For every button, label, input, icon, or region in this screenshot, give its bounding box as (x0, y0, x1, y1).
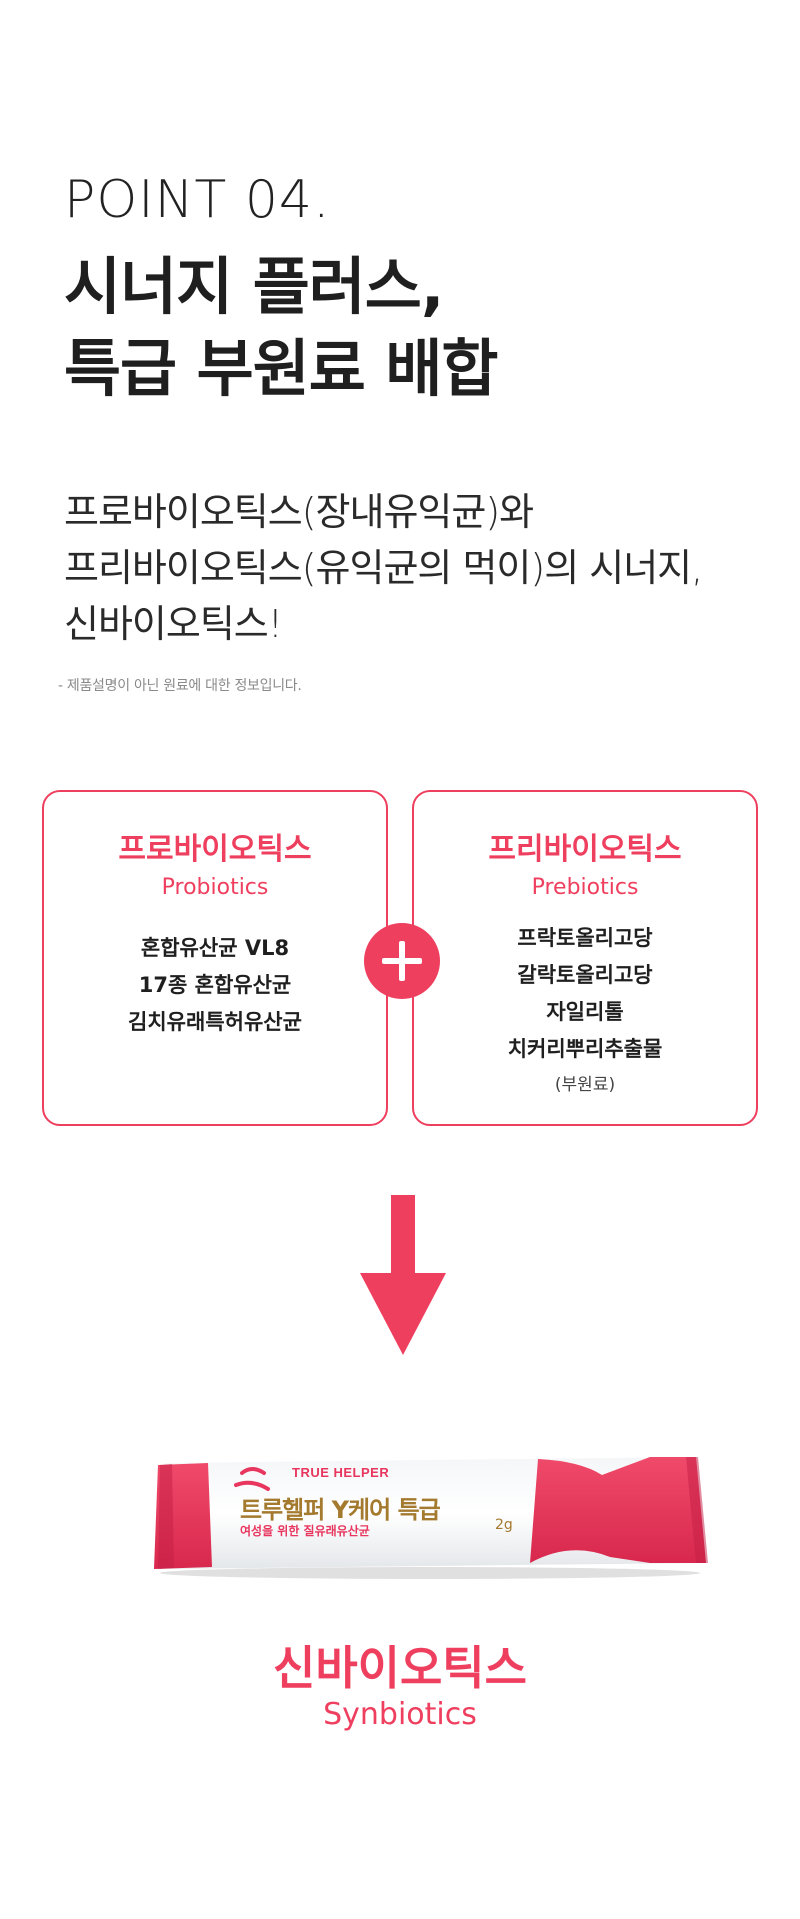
plus-icon (364, 923, 440, 999)
prebiotics-title: 프리바이오틱스 (488, 832, 682, 867)
description-line-1: 프로바이오틱스(장내유익균)와 (64, 490, 534, 534)
prebiotics-note: (부원료) (554, 1075, 616, 1095)
product-weight: 2g (495, 1517, 513, 1533)
disclaimer-note: - 제품설명이 아닌 원료에 대한 정보입니다. (58, 678, 302, 694)
prebiotics-list: 프락토올리고당 갈락토올리고당 자일리톨 치커리뿌리추출물 (414, 920, 756, 1068)
probiotics-title: 프로바이오틱스 (118, 832, 312, 867)
description: 프로바이오틱스(장내유익균)와 프리바이오틱스(유익균의 먹이)의 시너지, 신… (64, 484, 703, 652)
product-stick-image (154, 1457, 708, 1579)
product-description: 여성을 위한 질유래유산균 (240, 1524, 370, 1538)
description-line-2: 프리바이오틱스(유익균의 먹이)의 시너지, (64, 546, 703, 590)
brand-logo-icon (234, 1467, 270, 1491)
product-name: 트루헬퍼 Y케어 특급 (240, 1496, 441, 1524)
list-item: 자일리톨 (546, 1000, 624, 1024)
list-item: 17종 혼합유산균 (138, 973, 292, 997)
list-item: 혼합유산균 VL8 (140, 936, 290, 960)
probiotics-card: 프로바이오틱스 Probiotics 혼합유산균 VL8 17종 혼합유산균 김… (42, 790, 388, 1126)
point-label: POINT 04. (64, 170, 331, 230)
headline-line-1: 시너지 플러스, (64, 250, 444, 323)
list-item: 갈락토올리고당 (517, 963, 653, 987)
probiotics-list: 혼합유산균 VL8 17종 혼합유산균 김치유래특허유산균 (44, 930, 386, 1041)
result-subtitle: Synbiotics (323, 1697, 477, 1732)
probiotics-subtitle: Probiotics (161, 875, 269, 900)
list-item: 김치유래특허유산균 (128, 1010, 302, 1034)
down-arrow-icon (360, 1195, 446, 1355)
product-brand: TRUE HELPER (292, 1465, 390, 1480)
result-title: 신바이오틱스 (273, 1641, 527, 1695)
list-item: 프락토올리고당 (517, 926, 653, 950)
list-item: 치커리뿌리추출물 (507, 1037, 663, 1061)
headline-line-2: 특급 부원료 배합 (64, 332, 498, 405)
headline: 시너지 플러스, 특급 부원료 배합 (64, 246, 498, 410)
description-line-3: 신바이오틱스! (64, 602, 283, 646)
prebiotics-card: 프리바이오틱스 Prebiotics 프락토올리고당 갈락토올리고당 자일리톨 … (412, 790, 758, 1126)
prebiotics-subtitle: Prebiotics (531, 875, 639, 900)
